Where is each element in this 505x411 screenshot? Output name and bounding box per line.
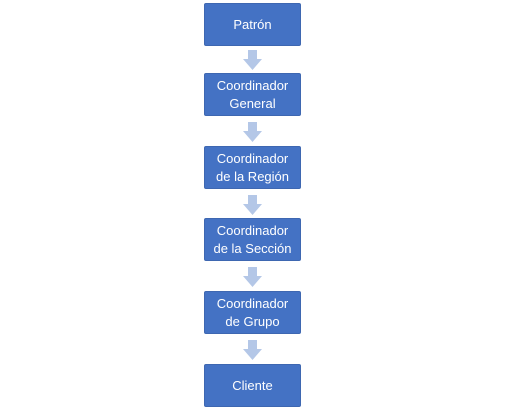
node-cliente: Cliente xyxy=(204,364,301,407)
arrow-down-icon xyxy=(243,267,262,287)
arrow-down-icon xyxy=(243,195,262,215)
node-coordinador-grupo: Coordinador de Grupo xyxy=(204,291,301,334)
arrow-down-icon xyxy=(243,50,262,70)
node-coordinador-region: Coordinador de la Región xyxy=(204,146,301,189)
node-coordinador-general: Coordinador General xyxy=(204,73,301,116)
node-patron: Patrón xyxy=(204,3,301,46)
arrow-down-icon xyxy=(243,122,262,142)
arrow-down-icon xyxy=(243,340,262,360)
node-coordinador-seccion: Coordinador de la Sección xyxy=(204,218,301,261)
